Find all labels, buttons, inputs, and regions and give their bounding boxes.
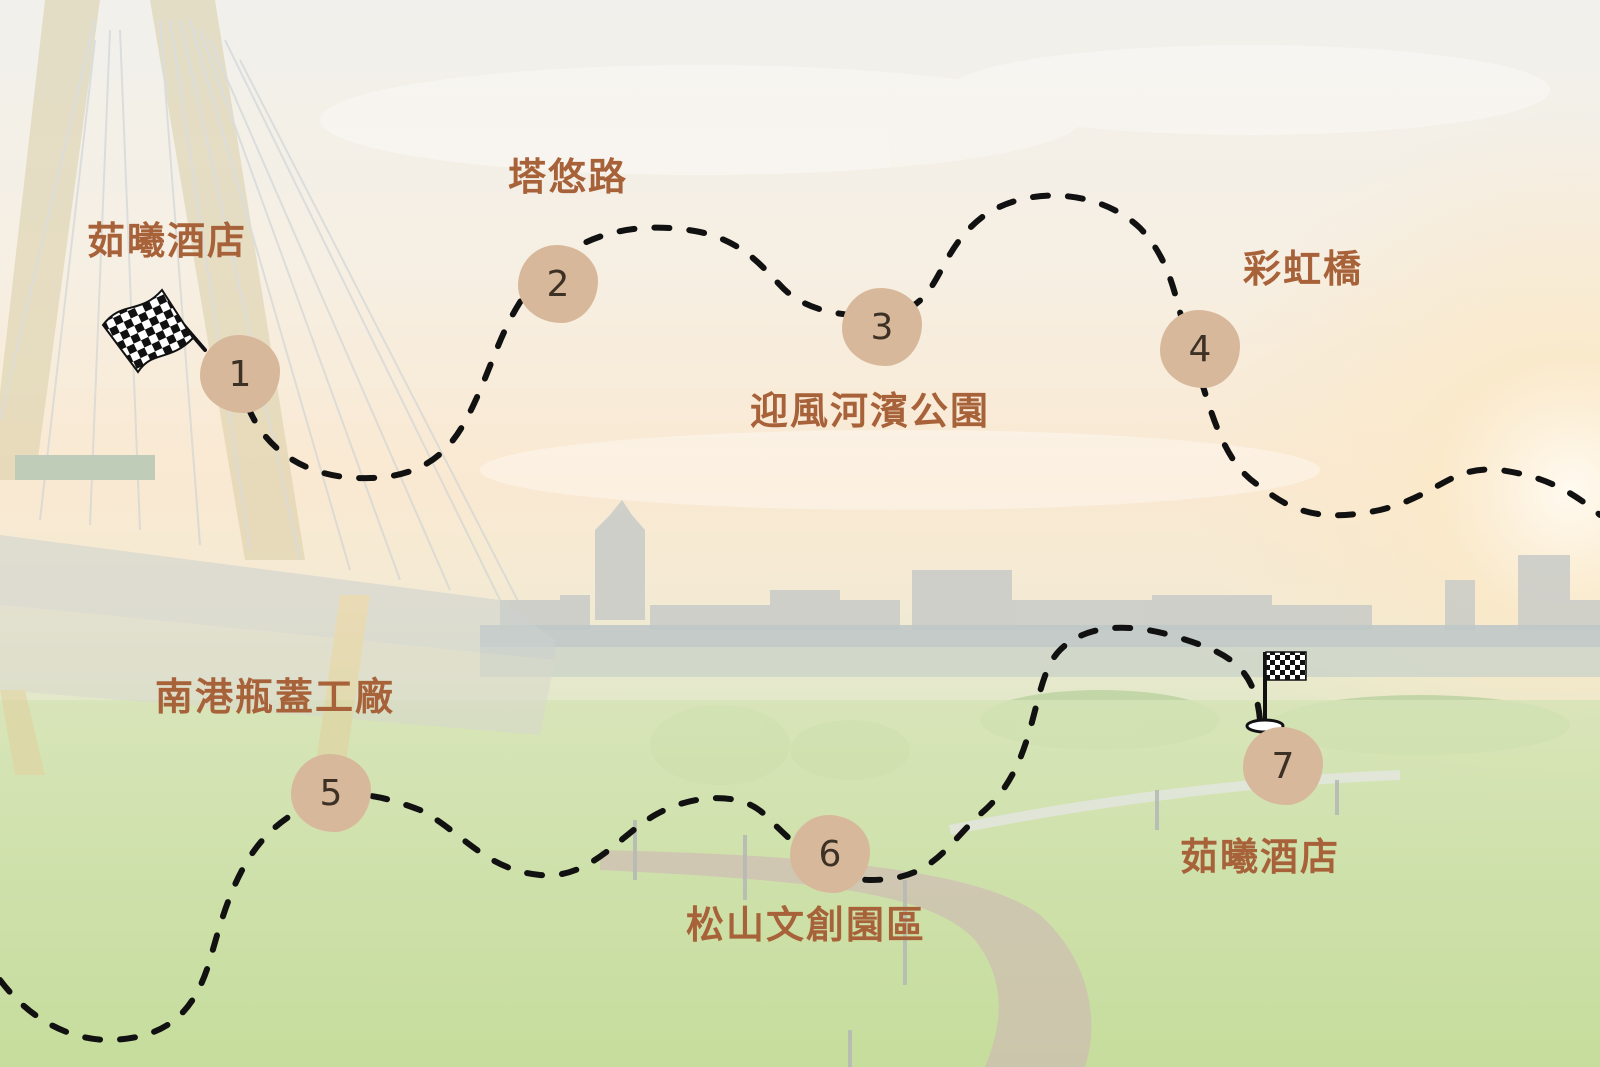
stop-1-marker: 1 <box>200 335 280 413</box>
stop-4-label: 彩虹橋 <box>1243 247 1364 291</box>
route-path-lower <box>0 624 1263 1044</box>
stop-2-marker: 2 <box>518 245 598 323</box>
route-path-upper <box>245 192 1600 519</box>
checkered-flag-icon <box>101 288 207 374</box>
stop-1-label: 茹曦酒店 <box>87 219 248 263</box>
stop-6-marker: 6 <box>790 815 870 893</box>
golf-flag-icon <box>1245 651 1307 734</box>
stop-5-label: 南港瓶蓋工廠 <box>155 675 396 719</box>
stop-4-marker: 4 <box>1160 310 1240 388</box>
stop-7-marker: 7 <box>1243 727 1323 805</box>
stop-2-label: 塔悠路 <box>508 155 629 199</box>
stop-7-label: 茹曦酒店 <box>1180 835 1341 879</box>
stop-3-label: 迎風河濱公園 <box>750 389 991 433</box>
stop-5-marker: 5 <box>291 754 371 832</box>
stop-6-label: 松山文創園區 <box>686 903 927 947</box>
stop-3-marker: 3 <box>842 288 922 366</box>
